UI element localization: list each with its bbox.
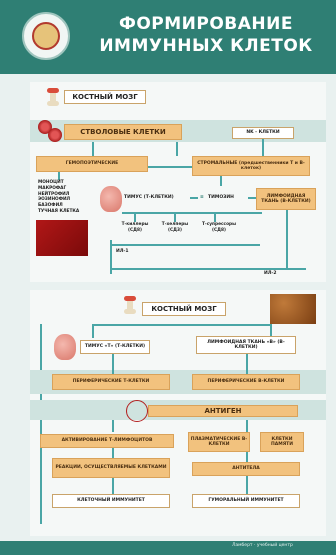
red-blood-cell-icon: [48, 128, 62, 142]
connector: [134, 212, 136, 222]
memory-cells-box: КЛЕТКИ ПАМЯТИ: [260, 432, 304, 452]
t-killers-label: Т-киллеры (СД8): [118, 222, 152, 234]
connector: [220, 176, 222, 186]
t-suppressors-label: Т-супрессоры (СД8): [198, 222, 240, 234]
t-helpers-label: Т-хелперы (СД3): [156, 222, 194, 234]
connector: [148, 166, 192, 168]
peripheral-b-box: ПЕРИФЕРИЧЕСКИЕ В-КЛЕТКИ: [192, 374, 300, 390]
il1-label: ИЛ-1: [116, 249, 129, 254]
connector: [176, 142, 178, 156]
connector: [214, 212, 216, 222]
connector: [112, 478, 114, 494]
thymosin-mark-icon: ≡: [200, 195, 204, 200]
thymus-label: ТИМУС (Т-КЛЕТКИ): [124, 195, 192, 200]
lymphoid-tissue-b-box-bottom: ЛИМФОИДНАЯ ТКАНЬ «В» (В-КЛЕТКИ): [196, 336, 296, 354]
bone-marrow-bottom-box: КОСТНЫЙ МОЗГ: [142, 302, 226, 316]
connector: [246, 354, 248, 374]
cellular-immunity-box: КЛЕТОЧНЫЙ ИММУНИТЕТ: [52, 494, 170, 508]
connector: [58, 172, 60, 180]
bone-icon: [120, 296, 140, 314]
bone-icon: [43, 88, 63, 106]
humoral-immunity-box: ГУМОРАЛЬНЫЙ ИММУНИТЕТ: [192, 494, 300, 508]
antibodies-box: АНТИТЕЛА: [192, 462, 300, 476]
thymus-icon: [100, 186, 122, 212]
connector: [246, 476, 248, 494]
connector: [112, 448, 114, 458]
antigen-icon: [126, 400, 148, 422]
connector: [248, 197, 256, 199]
reactions-box: РЕАКЦИИ, ОСУЩЕСТВЛЯЕМЫЕ КЛЕТКАМИ: [52, 458, 170, 478]
plasma-cells-box: ПЛАЗМАТИЧЕСКИЕ В-КЛЕТКИ: [188, 432, 250, 452]
hemopoietic-box: ГЕМОПОЭТИЧЕСКИЕ: [36, 156, 148, 172]
title-line-2: ИММУННЫХ КЛЕТОК: [86, 36, 326, 56]
connector: [110, 244, 260, 246]
connector: [246, 452, 248, 462]
thymus-icon: [54, 334, 76, 360]
institution-emblem-icon: [22, 12, 70, 60]
connector: [174, 212, 176, 222]
connector: [92, 324, 272, 326]
nk-cells-box: NK - КЛЕТКИ: [232, 127, 294, 139]
connector: [286, 210, 288, 268]
bone-marrow-top-box: КОСТНЫЙ МОЗГ: [64, 90, 146, 104]
connector: [112, 354, 114, 374]
connector: [40, 324, 42, 524]
stem-cells-box: СТВОЛОВЫЕ КЛЕТКИ: [64, 124, 182, 140]
peripheral-t-box: ПЕРИФЕРИЧЕСКИЕ Т-КЛЕТКИ: [52, 374, 170, 390]
stromal-box: СТРОМАЛЬНЫЕ (предшественники Т и В-клето…: [192, 156, 310, 176]
tissue-image: [270, 294, 316, 324]
connector: [92, 324, 94, 338]
footer-text: Ламберт · учебный центр: [232, 543, 293, 548]
title-line-1: ФОРМИРОВАНИЕ: [86, 14, 326, 34]
myeloid-cell-item: ТУЧНАЯ КЛЕТКА: [38, 209, 84, 215]
myeloid-cells-list: МОНОЦИТ МАКРОФАГ НЕЙТРОФИЛ ЭОЗИНОФИЛ БАЗ…: [38, 180, 84, 215]
activation-t-box: АКТИВИРОВАНИЕ Т-ЛИМФОЦИТОВ: [40, 434, 174, 448]
connector: [92, 142, 94, 156]
thymus-t-box: ТИМУС «Т» (Т-КЛЕТКИ): [80, 340, 150, 354]
antigen-box: АНТИГЕН: [148, 405, 298, 417]
blood-cells-image: [36, 220, 88, 256]
connector: [112, 420, 114, 432]
connector: [262, 139, 264, 156]
connector: [190, 197, 198, 199]
connector: [122, 212, 262, 214]
il2-label: ИЛ-2: [264, 271, 277, 276]
connector: [110, 268, 306, 270]
connector: [246, 420, 248, 432]
lymphoid-tissue-b-box: ЛИМФОИДНАЯ ТКАНЬ (В-КЛЕТКИ): [256, 188, 316, 210]
thymosin-label: ТИМОЗИН: [208, 195, 248, 200]
